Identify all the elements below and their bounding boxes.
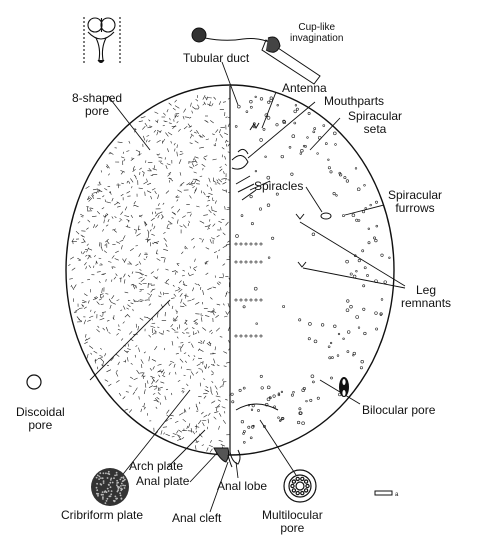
ventral-structures: [231, 122, 332, 411]
leader-cribriform: [119, 389, 191, 479]
anal-region: [213, 447, 241, 468]
leader-8-shaped-pore: [107, 95, 151, 151]
leader-arch-plate: [167, 429, 206, 468]
label-cup-like-line2: invagination: [290, 33, 344, 44]
eight-shaped-pore-inset: [83, 17, 121, 64]
leader-antenna: [261, 91, 277, 129]
leader-spiracles-1: [249, 180, 271, 191]
label-antenna: Antenna: [282, 81, 327, 95]
label-discoidal-pore: Discoidal pore: [16, 406, 65, 432]
spiracle-right-shape: [320, 212, 332, 220]
leader-anal-lobe: [235, 461, 239, 479]
label-spiracular-seta: Spiracular seta: [348, 110, 402, 136]
bilocular-pore-inset: [339, 377, 349, 397]
label-anal-plate: Anal plate: [136, 474, 190, 488]
discoidal-pore-inset: [26, 374, 42, 390]
leader-spiracular-furrows: [344, 204, 385, 216]
label-discoidal-pore-line1: Discoidal: [16, 405, 65, 419]
leader-spiracles-2: [305, 186, 323, 213]
leg-mark-2: [297, 261, 307, 268]
spiracle-left-shape: [235, 175, 257, 201]
label-multilocular-pore-line1: Multilocular: [262, 508, 323, 522]
label-multilocular-pore: Multilocular pore: [262, 509, 323, 535]
label-mouthparts: Mouthparts: [324, 94, 385, 108]
label-cribriform-plate: Cribriform plate: [61, 508, 144, 522]
leader-discoidal: [89, 299, 171, 381]
scale-bar-label: a: [395, 492, 399, 498]
label-leg-remnants-line1: Leg: [416, 283, 437, 297]
leg-mark-1: [295, 213, 305, 220]
anal-plate-shape: [213, 447, 230, 463]
leader-leg-1: [299, 221, 406, 287]
dorsal-texture: [68, 89, 230, 453]
mouthparts-shape: [231, 155, 249, 170]
anal-cleft-shape: [227, 454, 233, 468]
scale-bar: a: [374, 490, 399, 498]
label-spiracular-furrows-line2: furrows: [395, 201, 435, 215]
label-8-shaped-pore: 8-shaped pore: [72, 92, 122, 118]
anal-lobe-shape: [229, 449, 241, 465]
leader-spiracular-seta: [309, 117, 341, 151]
leader-anal-cleft: [209, 461, 229, 513]
cribriform-plate-inset: [91, 468, 129, 506]
label-leg-remnants: Leg remnants: [401, 284, 451, 310]
label-spiracular-seta-line2: seta: [363, 122, 387, 136]
label-leg-remnants-line2: remnants: [401, 296, 452, 310]
leader-multilocular: [259, 419, 297, 476]
leg-mark-3: [237, 148, 249, 155]
label-multilocular-pore-line2: pore: [280, 521, 305, 535]
label-bilocular-pore: Bilocular pore: [362, 403, 436, 417]
leader-anal-plate: [189, 451, 219, 483]
label-cup-like-line1: Cup-like: [298, 22, 336, 33]
label-anal-lobe: Anal lobe: [217, 479, 268, 493]
label-8-shaped-pore-line2: pore: [85, 104, 110, 118]
leader-mouthparts: [247, 101, 316, 159]
multilocular-pore-inset: [283, 469, 317, 503]
vulva-arc: [235, 403, 279, 411]
leader-leg-2: [302, 267, 406, 289]
label-tubular-duct: Tubular duct: [183, 51, 250, 65]
label-arch-plate: Arch plate: [129, 459, 184, 473]
ventral-texture: [230, 95, 391, 444]
antenna-shape: [249, 122, 260, 131]
label-cup-like-invagination: Cup-like invagination: [290, 22, 343, 44]
label-spiracular-furrows: Spiracular furrows: [388, 189, 442, 215]
label-spiracular-seta-line1: Spiracular: [348, 109, 403, 123]
label-anal-cleft: Anal cleft: [172, 511, 222, 525]
tubular-duct-inset: [191, 27, 321, 85]
label-spiracular-furrows-line1: Spiracular: [388, 188, 443, 202]
label-discoidal-pore-line2: pore: [28, 418, 53, 432]
label-spiracles: Spiracles: [254, 179, 304, 193]
label-8-shaped-pore-line1: 8-shaped: [72, 91, 123, 105]
leader-tubular-duct: [221, 61, 239, 106]
leader-lines: [89, 61, 406, 513]
